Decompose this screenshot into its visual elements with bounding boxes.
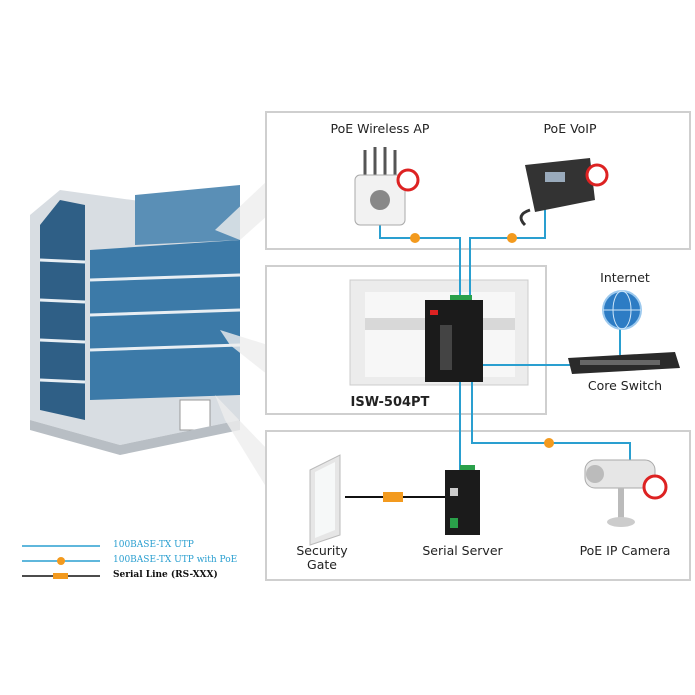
top-panel — [265, 111, 691, 250]
legend-utp: 100BASE-TX UTP — [113, 540, 194, 550]
internet-globe-icon — [602, 290, 642, 330]
core-switch-label: Core Switch — [587, 378, 663, 393]
ip-camera-icon — [584, 459, 668, 527]
wireless-ap-label: PoE Wireless AP — [330, 121, 430, 136]
poe-marker — [410, 233, 420, 243]
legend-serial: Serial Line (RS-XXX) — [113, 570, 218, 580]
isw-504pt-label: ISW-504PT — [350, 395, 430, 410]
poe-marker — [544, 438, 554, 448]
ip-camera-label: PoE IP Camera — [579, 543, 671, 558]
serial-marker — [383, 492, 403, 502]
wireless-ap-icon — [354, 147, 420, 226]
security-gate-label-line1: Security — [296, 543, 348, 558]
core-switch-icon — [568, 352, 680, 374]
security-gate-label-line2: Gate — [307, 557, 337, 572]
building-illustration — [30, 180, 268, 490]
legend-swatches — [22, 545, 100, 579]
internet-label: Internet — [600, 270, 650, 285]
voip-phone-icon — [519, 158, 609, 227]
serial-server-icon — [445, 465, 480, 535]
isw-504pt-switch-icon — [425, 295, 483, 382]
security-gate-icon — [309, 454, 341, 546]
legend-utp-poe: 100BASE-TX UTP with PoE — [113, 555, 238, 565]
poe-marker — [507, 233, 517, 243]
voip-label: PoE VoIP — [543, 121, 597, 136]
serial-server-label: Serial Server — [422, 543, 503, 558]
